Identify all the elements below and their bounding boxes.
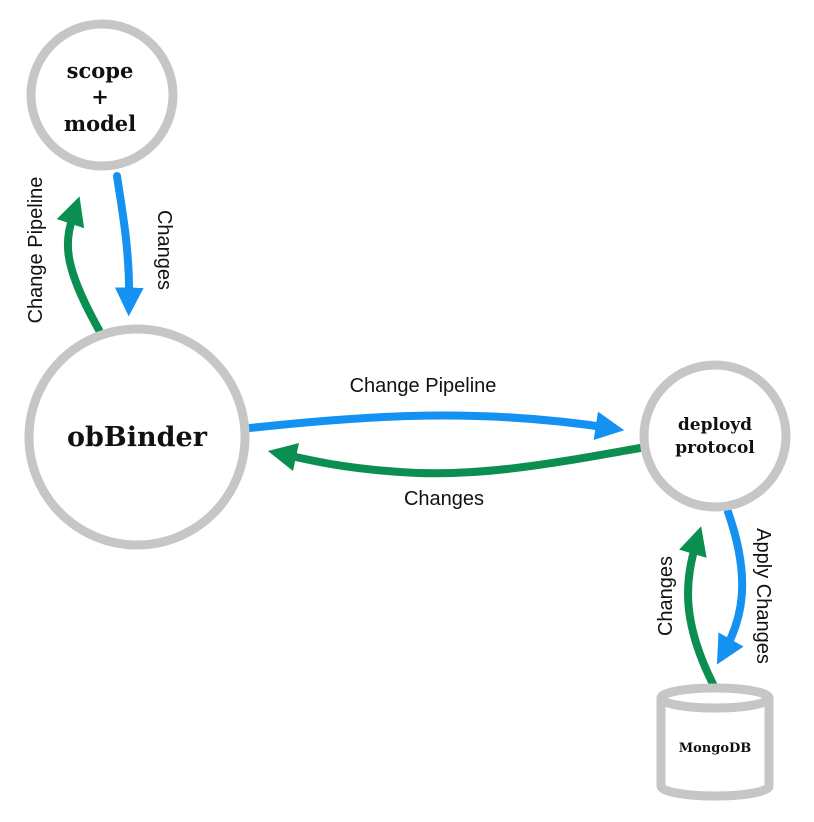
node-label-deployd: deployd [678,415,752,435]
node-label-model: model [64,111,136,136]
node-deployd-protocol: deployd protocol [639,360,791,512]
node-scope-model: scope + model [26,19,178,171]
node-label-mongodb: MongoDB [679,741,752,756]
cylinder-top [656,683,774,713]
node-circle [24,324,250,550]
edge-label-change-pipeline: Change Pipeline [25,177,47,324]
flow-arrow-apply-changes [716,508,747,665]
flow-arrow-changes [267,442,644,478]
node-label-obbinder: obBinder [67,422,208,453]
edge-scope-to-obbinder: Changes [113,172,175,317]
edge-deployd-to-obbinder: Changes [267,442,644,510]
node-circle [26,19,178,171]
edge-mongodb-to-deployd: Changes [655,526,719,692]
edge-obbinder-to-scope: Change Pipeline [25,177,103,334]
node-circle [639,360,791,512]
cylinder-body [656,698,774,801]
node-label-plus: + [91,84,109,109]
flow-arrow-change-pipeline [56,196,103,334]
node-label-scope: scope [67,58,134,83]
edge-label-changes: Changes [404,488,484,510]
edge-label-change-pipeline: Change Pipeline [350,375,497,397]
edge-label-changes: Changes [153,210,175,290]
edge-label-apply-changes: Apply Changes [752,528,774,664]
node-mongodb-cylinder: MongoDB [656,683,774,801]
edge-label-changes: Changes [655,556,677,636]
edge-obbinder-to-deployd: Change Pipeline [246,375,625,441]
edge-deployd-to-mongodb: Apply Changes [716,508,774,665]
node-obbinder: obBinder [24,324,250,550]
node-label-protocol: protocol [675,438,755,458]
flow-arrow-change-pipeline [246,411,625,441]
flow-arrow-changes [113,172,144,317]
flow-arrow-changes [679,526,719,692]
